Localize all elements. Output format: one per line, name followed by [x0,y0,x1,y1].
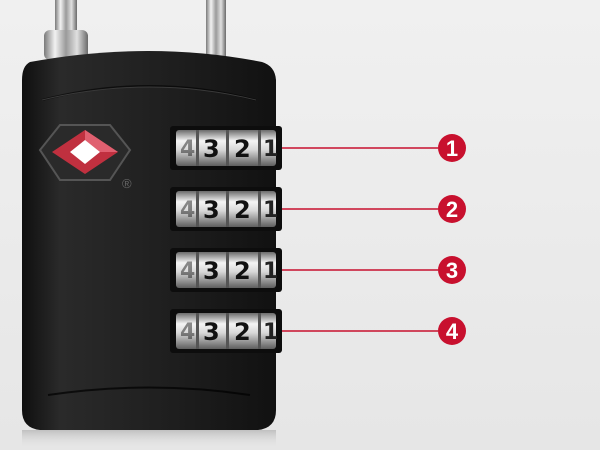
tsa-diamond-logo-icon [38,124,132,181]
dial-digit: 3 [203,196,220,224]
callout-number: 3 [446,258,458,283]
callout-circle [438,134,466,162]
callout-marker: 1 [282,134,466,162]
dial-edge-digit: 1 [263,259,278,284]
callout-number: 4 [446,319,459,344]
callout-marker: 4 [282,317,466,345]
dial-edge-digit: 4 [180,137,195,162]
callout-group: 1 2 3 4 [282,134,466,345]
dial-edge-digit: 1 [263,137,278,162]
shackle-icon [44,0,226,60]
callout-circle [438,195,466,223]
dial-digit: 2 [234,135,251,163]
dial-digit: 3 [203,135,220,163]
callout-circle [438,317,466,345]
callout-circle [438,256,466,284]
callout-marker: 3 [282,256,466,284]
callout-number: 2 [446,197,458,222]
dial-digit: 3 [203,318,220,346]
dial-digit: 2 [234,257,251,285]
dial-digit: 2 [234,196,251,224]
dial-edge-digit: 1 [263,198,278,223]
callout-number: 1 [446,136,458,161]
dial-edge-digit: 4 [180,320,195,345]
dial-digit: 2 [234,318,251,346]
dial-edge-digit: 4 [180,259,195,284]
dial-edge-digit: 4 [180,198,195,223]
registered-mark: ® [122,176,132,191]
dial-edge-digit: 1 [263,320,278,345]
callout-marker: 2 [282,195,466,223]
dial-digit: 3 [203,257,220,285]
